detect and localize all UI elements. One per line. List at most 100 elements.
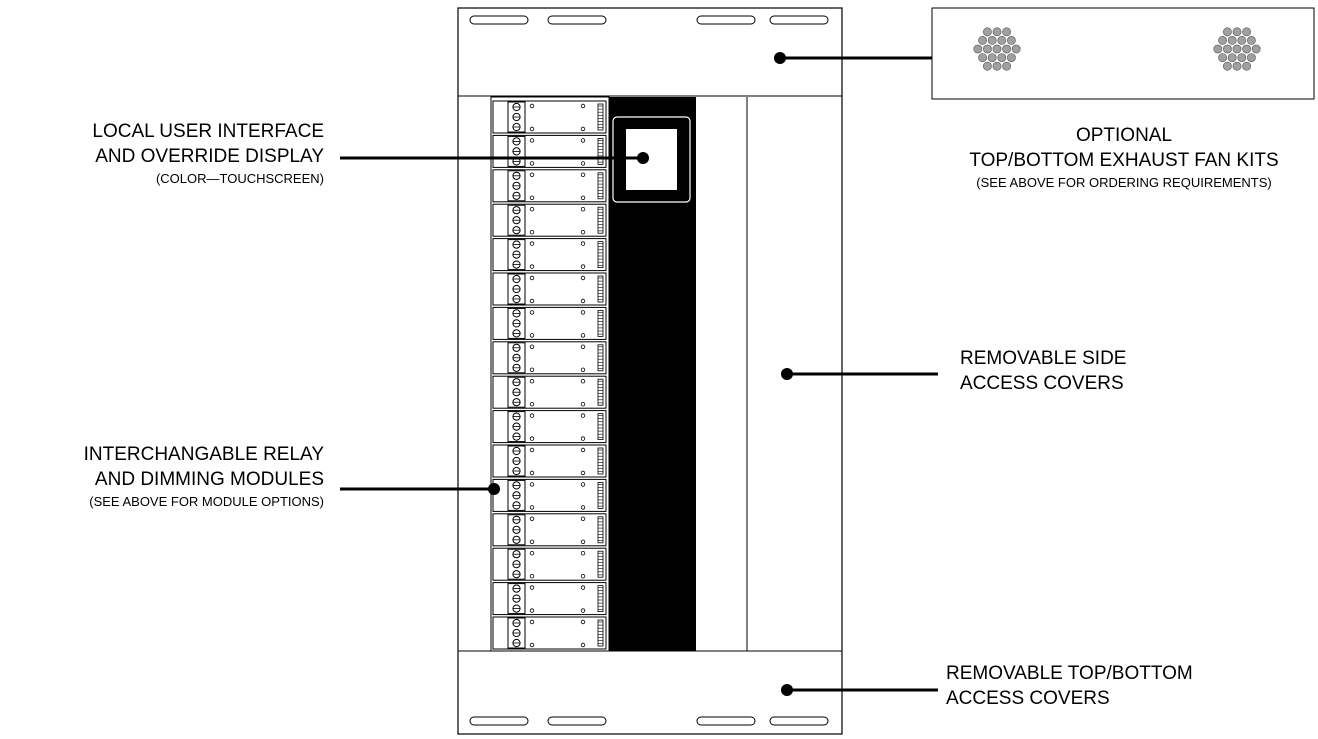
- fan-vent-hole: [983, 44, 992, 54]
- label-top-bottom-covers-line1: REMOVABLE TOP/BOTTOM: [946, 663, 1193, 684]
- relay-module: [492, 513, 607, 547]
- module-connector: [597, 103, 604, 131]
- relay-module: [492, 444, 607, 478]
- module-hole: [580, 367, 586, 372]
- relay-module: [492, 306, 607, 340]
- fan-vent-hole: [1232, 61, 1242, 71]
- module-hole: [580, 539, 586, 544]
- module-hole: [580, 413, 586, 418]
- module-hole: [529, 505, 535, 510]
- module-hole: [529, 264, 535, 269]
- fan-vent-hole: [997, 36, 1007, 45]
- relay-module: [492, 582, 607, 616]
- module-hole: [529, 298, 535, 304]
- leader-lines: [340, 56, 938, 692]
- fan-vent-hole: [997, 53, 1007, 62]
- fan-vent-hole: [1007, 53, 1016, 62]
- module-hole: [580, 298, 586, 304]
- module-hole: [580, 161, 586, 166]
- fan-vent-hole: [987, 53, 997, 62]
- leader-dots: [488, 52, 793, 696]
- module-hole: [580, 585, 586, 590]
- dot-side-covers: [781, 368, 793, 380]
- label-side-covers-line1: REMOVABLE SIDE: [960, 348, 1127, 369]
- module-hole: [580, 482, 586, 487]
- fan-vent-hole: [978, 36, 987, 45]
- relay-module: [492, 616, 607, 650]
- fan-vent-hole: [1242, 61, 1251, 71]
- fan-vent-hole: [1237, 53, 1247, 62]
- label-top-bottom-covers: REMOVABLE TOP/BOTTOM ACCESS COVERS: [946, 664, 1193, 708]
- module-hole: [580, 470, 586, 476]
- module-hole: [580, 608, 586, 613]
- module-connector: [597, 241, 604, 269]
- module-connector: [597, 378, 604, 406]
- fan-vent-hole: [1011, 44, 1021, 54]
- module-hole: [580, 195, 586, 200]
- fan-vent-hole: [992, 44, 1002, 54]
- module-connector: [597, 550, 604, 578]
- module-hole: [580, 642, 586, 648]
- module-hole: [580, 229, 586, 235]
- relay-module: [492, 478, 607, 512]
- module-hole: [580, 574, 586, 579]
- module-hole: [580, 379, 586, 384]
- fan-vent-hole: [1232, 27, 1242, 37]
- module-hole: [529, 379, 535, 384]
- fan-vent-hole: [973, 44, 983, 54]
- fan-vent-hole: [1002, 44, 1011, 54]
- module-hole: [529, 608, 535, 613]
- module-hole: [529, 539, 535, 544]
- fan-vent-hole: [1247, 36, 1256, 45]
- module-hole: [529, 138, 535, 143]
- fan-vent-hole: [992, 61, 1002, 71]
- label-local-ui-line2: AND OVERRIDE DISPLAY: [95, 146, 324, 167]
- module-hole: [529, 413, 535, 418]
- fan-kit-panel: [931, 7, 1315, 100]
- module-hole: [529, 241, 535, 246]
- label-fan-kits: OPTIONAL TOP/BOTTOM EXHAUST FAN KITS (SE…: [935, 126, 1313, 189]
- module-hole: [529, 195, 535, 200]
- module-hole: [529, 344, 535, 349]
- module-hole: [580, 402, 586, 407]
- top-cover-slot: [769, 15, 829, 25]
- fan-vent-hole: [1218, 53, 1227, 62]
- dot-local-ui: [637, 152, 649, 164]
- fan-vent-hole: [1223, 61, 1232, 71]
- fan-vent-hole: [1213, 44, 1223, 54]
- module-connector: [597, 137, 604, 165]
- fan-vent-hole: [1247, 53, 1256, 62]
- module-hole: [529, 333, 535, 338]
- module-hole: [580, 551, 586, 556]
- relay-module: [492, 410, 607, 444]
- module-connector: [597, 309, 604, 337]
- fan-vent-hole: [1251, 44, 1261, 54]
- cover-slots: [469, 15, 829, 726]
- label-side-covers: REMOVABLE SIDE ACCESS COVERS: [960, 349, 1126, 393]
- module-hole: [529, 447, 535, 453]
- label-modules-line1: INTERCHANGABLE RELAY: [83, 444, 324, 465]
- top-cover-slot: [469, 15, 529, 25]
- module-hole: [529, 402, 535, 407]
- module-hole: [529, 482, 535, 487]
- label-top-bottom-covers-line2: ACCESS COVERS: [946, 688, 1110, 709]
- module-hole: [529, 619, 535, 625]
- module-hole: [580, 126, 586, 132]
- module-connector: [597, 172, 604, 200]
- relay-module: [492, 547, 607, 581]
- relay-module: [492, 272, 607, 306]
- relay-module: [492, 169, 607, 203]
- fan-vent-hole: [1242, 44, 1251, 54]
- module-hole: [580, 516, 586, 521]
- module-hole: [529, 126, 535, 132]
- module-hole: [529, 585, 535, 590]
- module-connector: [597, 585, 604, 612]
- label-local-ui: LOCAL USER INTERFACE AND OVERRIDE DISPLA…: [92, 122, 324, 185]
- label-side-covers-line2: ACCESS COVERS: [960, 373, 1124, 394]
- bottom-cover-slot: [769, 716, 829, 726]
- module-hole: [529, 470, 535, 476]
- module-hole: [529, 103, 535, 109]
- module-hole: [580, 619, 586, 625]
- fan-vents: [973, 27, 1261, 71]
